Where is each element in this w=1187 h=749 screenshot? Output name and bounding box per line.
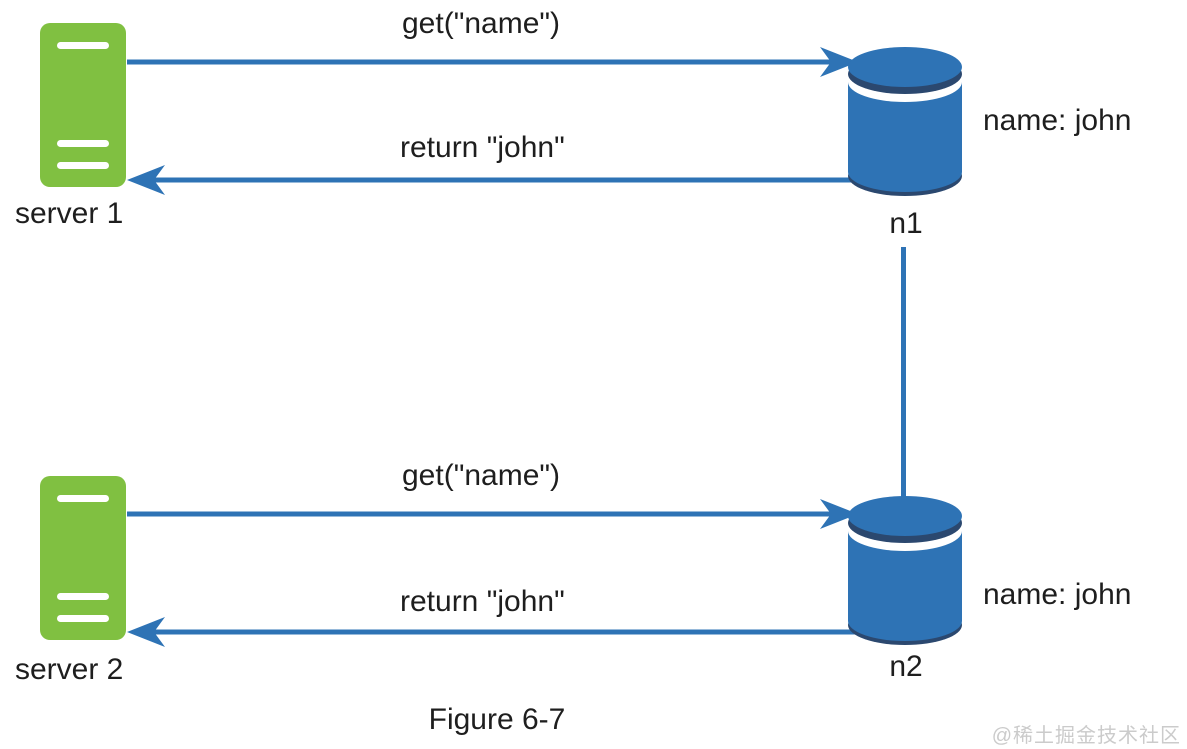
flow-server1-n1: server 1 get("name") return "john" name:… [0,0,1187,252]
server-slot-icon [57,140,109,147]
server-icon [40,476,126,640]
request-label: get("name") [402,459,561,492]
server-label: server 2 [15,653,124,686]
request-arrow-icon [127,47,858,77]
request-label: get("name") [402,7,561,40]
replication-link-line [901,247,906,503]
server-label: server 1 [15,197,124,230]
node-label: n2 [889,650,923,683]
server-icon [40,23,126,187]
server-slot-icon [57,593,109,600]
figure-caption: Figure 6-7 [428,703,566,736]
flow-server2-n2: server 2 get("name") return "john" name:… [0,452,1187,704]
node-label: n1 [889,207,923,240]
response-arrow-icon [127,617,858,647]
response-label: return "john" [400,585,565,618]
server-slot-icon [57,615,109,622]
node-value: name: john [983,578,1132,611]
node-value: name: john [983,104,1132,137]
response-arrow-icon [127,165,858,195]
database-icon [848,496,962,645]
watermark: @稀土掘金技术社区 [991,725,1181,747]
database-icon [848,47,962,196]
server-slot-icon [57,495,109,502]
server-slot-icon [57,42,109,49]
response-label: return "john" [400,131,565,164]
server-slot-icon [57,162,109,169]
request-arrow-icon [127,499,858,529]
